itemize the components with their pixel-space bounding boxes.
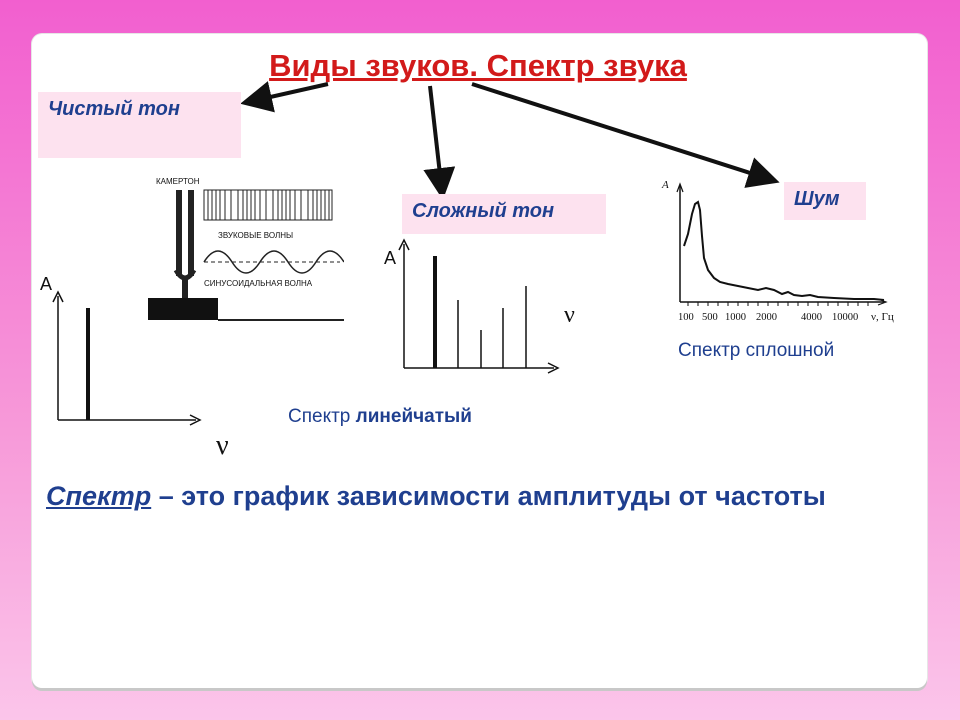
arrow-to-complex-tone <box>423 85 456 200</box>
noise-axis-x: ν, Гц <box>871 311 894 323</box>
noise-tick-label: 4000 <box>801 312 822 323</box>
caption-prefix: Спектр <box>288 406 356 427</box>
tuning-fork-label: КАМЕРТОН <box>156 177 200 186</box>
complex-tone-axis-y: A <box>384 248 396 268</box>
page-title: Виды звуков. Спектр звука <box>269 48 687 83</box>
sine-wave-label: СИНУСОИДАЛЬНАЯ ВОЛНА <box>204 279 313 288</box>
tuning-fork-illustration: КАМЕРТОН ЗВУКОВЫЕ ВОЛНЫ СИНУС <box>130 174 344 326</box>
definition-term: Спектр <box>46 481 152 511</box>
noise-caption: Спектр сплошной <box>678 340 835 361</box>
noise-tick-label: 500 <box>702 312 718 323</box>
noise-curve <box>683 200 885 301</box>
definition: Спектр – это график зависимости амплитуд… <box>46 478 906 514</box>
complex-tone-caption: Спектр линейчатый <box>288 406 472 428</box>
noise-ticks <box>687 302 869 306</box>
definition-text: – это график зависимости амплитуды от ча… <box>151 481 826 511</box>
noise-axis-y: A <box>661 179 669 191</box>
noise-tick-label: 10000 <box>832 312 858 323</box>
pure-tone-axis-x: ν <box>216 430 229 461</box>
pure-tone-axis-y: A <box>40 274 52 294</box>
sound-waves-label: ЗВУКОВЫЕ ВОЛНЫ <box>218 231 293 240</box>
noise-tick-label: 100 <box>678 312 694 323</box>
slide: Виды звуков. Спектр звука Чистый тон КАМ… <box>32 34 927 688</box>
caption-bold: линейчатый <box>355 406 472 427</box>
noise-tick-label: 2000 <box>756 312 777 323</box>
noise-tick-label: 1000 <box>725 312 746 323</box>
sound-wave-lines <box>203 189 333 221</box>
noise-label: Шум <box>784 182 866 220</box>
noise-spectrum: A 100 500 1000 2000 4000 10000 ν, Гц <box>661 179 894 323</box>
complex-tone-axis-x: ν <box>564 302 575 328</box>
arrow-to-pure-tone <box>240 81 329 113</box>
pure-tone-spectrum: A ν <box>40 274 229 461</box>
sine-wave <box>203 250 344 274</box>
complex-tone-label: Сложный тон <box>402 194 606 234</box>
arrow-to-noise <box>471 82 780 188</box>
complex-tone-spectrum: A ν <box>384 238 575 374</box>
arrows <box>240 81 780 200</box>
pure-tone-label: Чистый тон <box>38 92 241 158</box>
